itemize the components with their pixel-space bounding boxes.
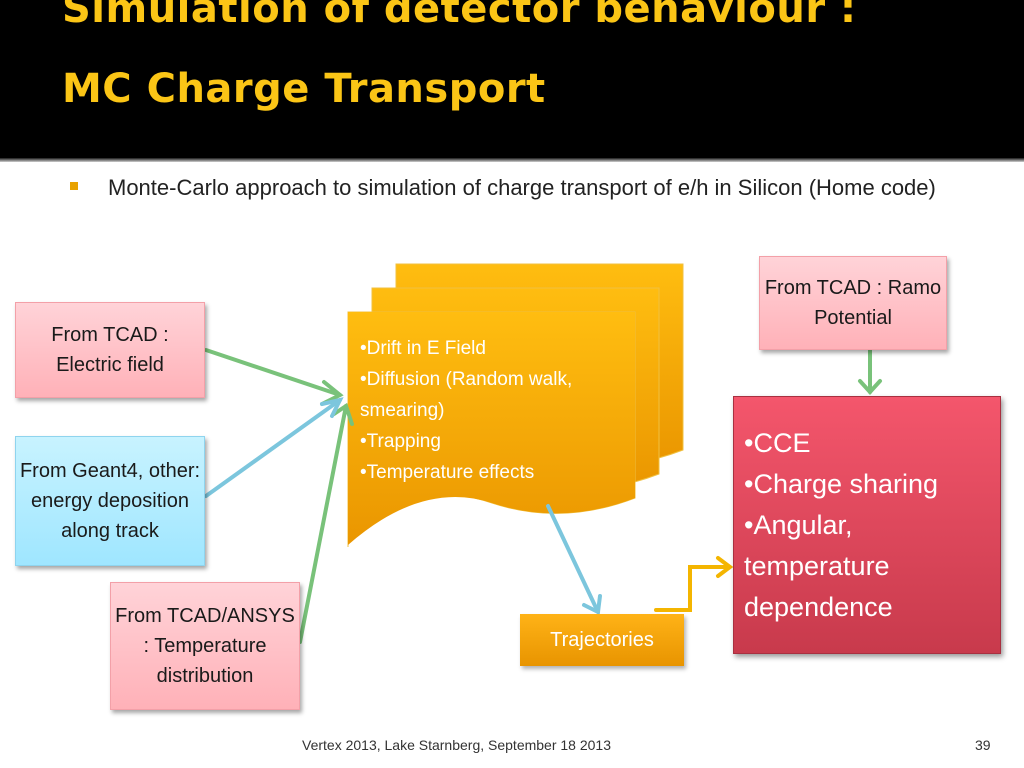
bullet-text: Monte-Carlo approach to simulation of ch… [108,175,936,200]
input-temperature-label: From TCAD/ANSYS : Temperature distributi… [115,605,295,687]
arrow-electric-field [204,348,342,397]
arrow-geant4 [204,398,342,498]
input-temperature: From TCAD/ANSYS : Temperature distributi… [110,582,300,710]
process-item: •Diffusion (Random walk, smearing) [360,369,573,421]
process-item: •Trapping [360,431,441,452]
result-item: •Angular, temperature dependence [744,510,893,622]
bullet-marker [70,182,78,190]
process-item: •Drift in E Field [360,338,486,359]
title-bar: Simulation of detector behaviour : MC Ch… [0,0,1024,162]
slide-title-line-2: MC Charge Transport [62,66,546,112]
arrow-to-trajectories [546,504,600,614]
process-list: •Drift in E Field •Diffusion (Random wal… [360,333,630,488]
input-ramo-potential: From TCAD : Ramo Potential [759,256,947,350]
trajectories-label: Trajectories [550,628,654,651]
input-geant4-label: From Geant4, other: energy deposition al… [19,460,201,542]
page-number: 39 [975,737,991,753]
input-electric-field-label: From TCAD : Electric field [51,324,169,376]
arrow-to-results [654,565,730,612]
input-electric-field: From TCAD : Electric field [15,302,205,398]
result-item: •CCE [744,428,811,458]
input-ramo-label: From TCAD : Ramo Potential [764,277,942,329]
result-item: •Charge sharing [744,469,939,499]
slide-title-line-1: Simulation of detector behaviour : [62,0,857,32]
arrow-temperature [298,404,348,644]
process-item: •Temperature effects [360,462,535,483]
input-geant4: From Geant4, other: energy deposition al… [15,436,205,566]
footer-text: Vertex 2013, Lake Starnberg, September 1… [302,737,611,753]
trajectories-box: Trajectories [520,614,684,666]
results-list: •CCE •Charge sharing •Angular, temperatu… [744,423,994,628]
results-box: •CCE •Charge sharing •Angular, temperatu… [733,396,1001,654]
